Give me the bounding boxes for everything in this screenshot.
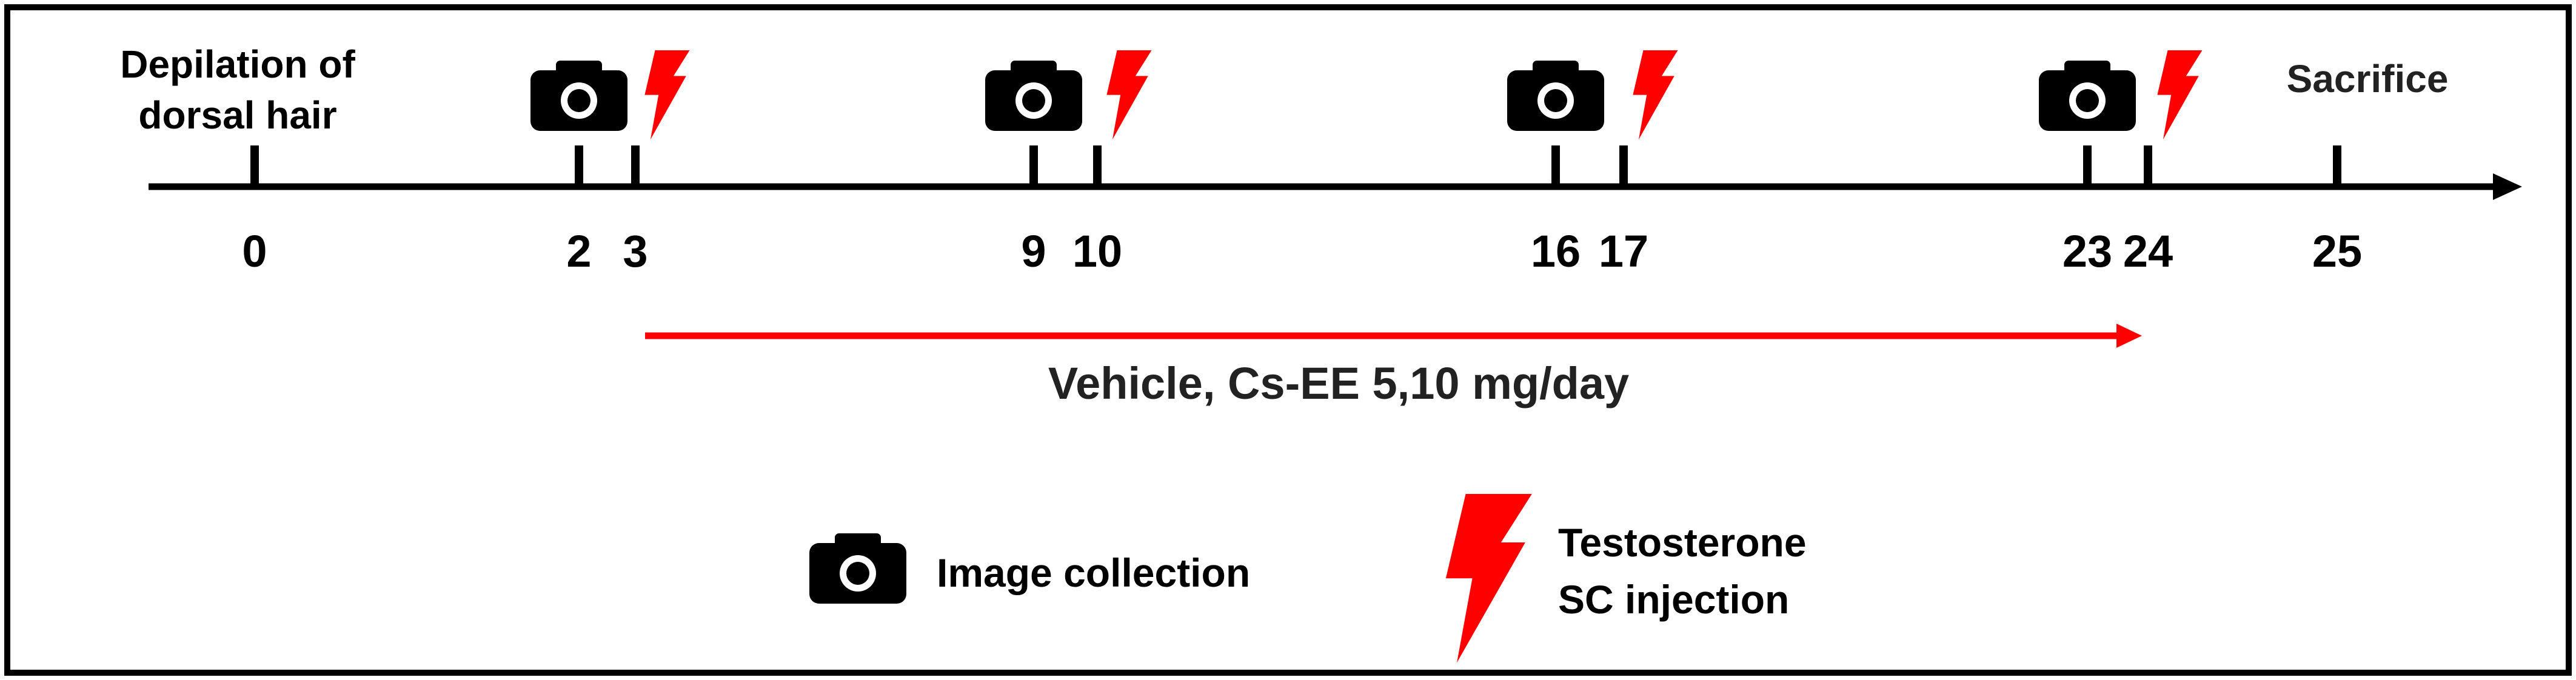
treatment-label: Vehicle, Cs-EE 5,10 mg/day (1048, 358, 1629, 408)
legend-injection: Testosterone SC injection (1445, 494, 1807, 663)
tick-label-day-24: 24 (2123, 226, 2173, 276)
lightning-bolt-icon-day-17 (1633, 50, 1678, 140)
lightning-bolt-icon-day-24 (2157, 50, 2203, 140)
tick-label-day-16: 16 (1531, 226, 1581, 276)
tick-label-day-23: 23 (2062, 226, 2112, 276)
sacrifice-label: Sacrifice (2287, 57, 2449, 101)
timeline-arrowhead (2493, 173, 2522, 200)
depilation-label-line1: Depilation of (120, 42, 355, 86)
legend-camera-icon (809, 533, 906, 604)
frame-border (4, 4, 2572, 676)
legend-injection-label-line1: Testosterone (1558, 520, 1807, 565)
tick-label-day-25: 25 (2312, 226, 2362, 276)
legend-injection-label-line2: SC injection (1558, 577, 1789, 622)
icons-layer (530, 50, 2203, 140)
legend-lightning-bolt-icon (1445, 494, 1532, 663)
lightning-bolt-icon-day-10 (1106, 50, 1152, 140)
camera-icon-day-9 (985, 61, 1082, 131)
legend-camera: Image collection (809, 533, 1250, 604)
tick-label-day-3: 3 (623, 226, 647, 276)
ticks-layer (250, 145, 2341, 187)
camera-icon-day-23 (2039, 61, 2136, 131)
tick-label-day-17: 17 (1599, 226, 1648, 276)
tick-label-day-0: 0 (242, 226, 267, 276)
camera-icon-day-16 (1507, 61, 1604, 131)
treatment-arrow-head (2116, 324, 2142, 348)
tick-label-day-9: 9 (1021, 226, 1046, 276)
camera-icon-day-2 (530, 61, 627, 131)
tick-label-day-10: 10 (1072, 226, 1122, 276)
lightning-bolt-icon-day-3 (644, 50, 690, 140)
legend-camera-label: Image collection (937, 550, 1250, 595)
depilation-label-line2: dorsal hair (138, 93, 336, 137)
tick-label-day-2: 2 (566, 226, 591, 276)
